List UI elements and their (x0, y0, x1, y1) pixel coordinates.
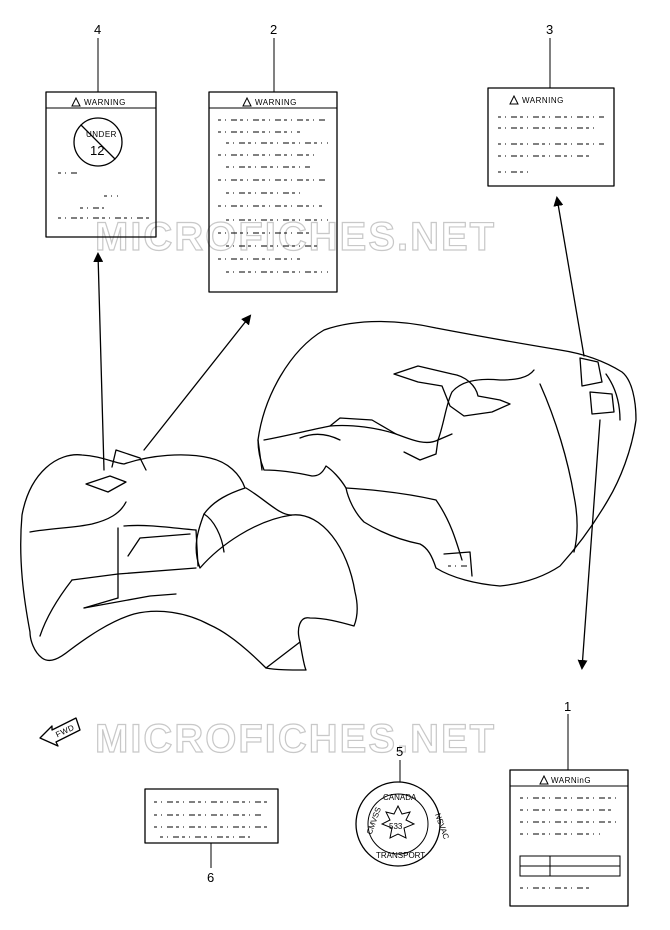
callout-4: 4 (94, 22, 101, 37)
seal-bottom-text: TRANSPORT (376, 851, 425, 860)
label-1-position (589, 391, 615, 415)
watermark-bottom: MICROFICHES.NET (95, 717, 496, 761)
callout-6: 6 (207, 870, 214, 885)
arrow-to-label-3 (553, 196, 585, 357)
label-2-warning-text[interactable]: 2 WARNING (208, 22, 338, 293)
arrow-to-label-2 (143, 314, 252, 451)
under-age-text: UNDER (86, 130, 117, 139)
label-1-header: WARNinG (551, 776, 591, 785)
seal-right-text: NSVAC (433, 812, 451, 841)
warning-triangle-icon (509, 94, 519, 105)
warning-triangle-icon (539, 774, 549, 785)
warning-triangle-icon (242, 96, 252, 107)
callout-2: 2 (270, 22, 277, 37)
no-under-12-icon: UNDER 12 (73, 117, 123, 167)
callout-3: 3 (546, 22, 553, 37)
seal-top-text: CANADA (383, 793, 417, 802)
seal-left-text: CMVSS (365, 806, 383, 836)
fwd-direction-indicator: FWD (39, 717, 81, 747)
arrows (93, 196, 601, 670)
label-3-warning-text[interactable]: 3 WARNING (487, 22, 615, 187)
label-6-text-label[interactable]: 6 (144, 788, 279, 885)
arrow-to-label-1 (577, 419, 601, 670)
under-age-number: 12 (90, 143, 104, 158)
front-fender (20, 449, 358, 671)
watermark-top: MICROFICHES.NET (95, 215, 496, 259)
label-5-canada-seal[interactable]: 5 CANADA CMVSS NSVAC TRANSPORT 533 (355, 744, 451, 867)
label-1-warning-text[interactable]: 1 WARNinG (509, 699, 629, 907)
callout-5: 5 (396, 744, 403, 759)
seal-code: 533 (389, 822, 403, 831)
label-3-position (579, 357, 603, 387)
warning-triangle-icon (71, 96, 81, 107)
callout-1: 1 (564, 699, 571, 714)
arrow-to-label-4 (93, 252, 105, 471)
rear-fender (257, 320, 637, 587)
label-4-position (85, 475, 127, 493)
label-4-header: WARNING (84, 98, 126, 107)
label-2-header: WARNING (255, 98, 297, 107)
label-4-warning-under-12[interactable]: 4 WARNING UNDER 12 (45, 22, 157, 238)
maple-leaf-icon (380, 804, 416, 839)
label-3-header: WARNING (522, 96, 564, 105)
